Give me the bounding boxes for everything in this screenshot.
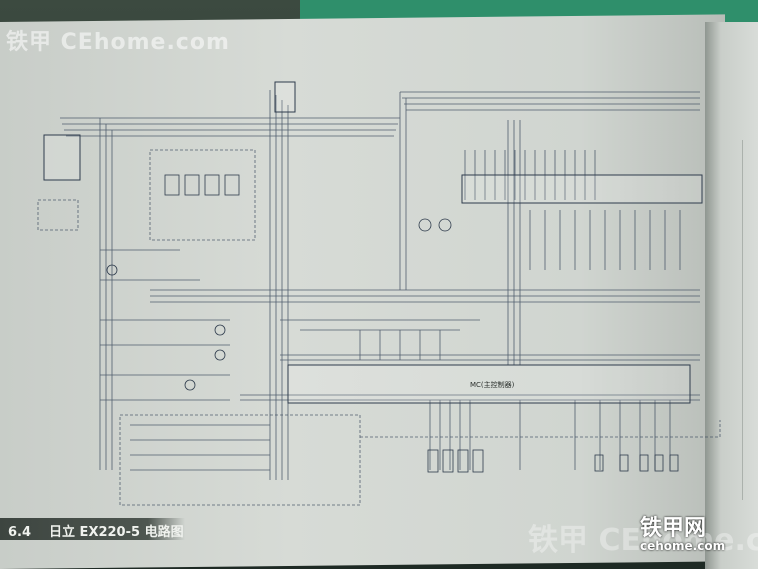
top-watermark: 铁甲 CEhome.com <box>6 30 230 55</box>
next-page-edge <box>705 22 758 569</box>
logo-name: 铁甲网 <box>640 516 707 541</box>
main-controller-label: MC(主控制器) <box>470 380 515 389</box>
section-title: 日立 EX220-5 电路图 <box>49 525 184 540</box>
logo-url: cehome.com <box>640 539 726 553</box>
section-number: 6.4 <box>8 525 32 540</box>
next-page-reference-strip <box>742 140 758 500</box>
site-logo: 铁甲网 cehome.com <box>640 510 740 558</box>
bottom-watermark: 铁甲 CEhome.com <box>528 523 758 558</box>
section-footer: 6.4 日立 EX220-5 电路图 <box>8 521 202 540</box>
section-footer-bar <box>0 518 185 540</box>
